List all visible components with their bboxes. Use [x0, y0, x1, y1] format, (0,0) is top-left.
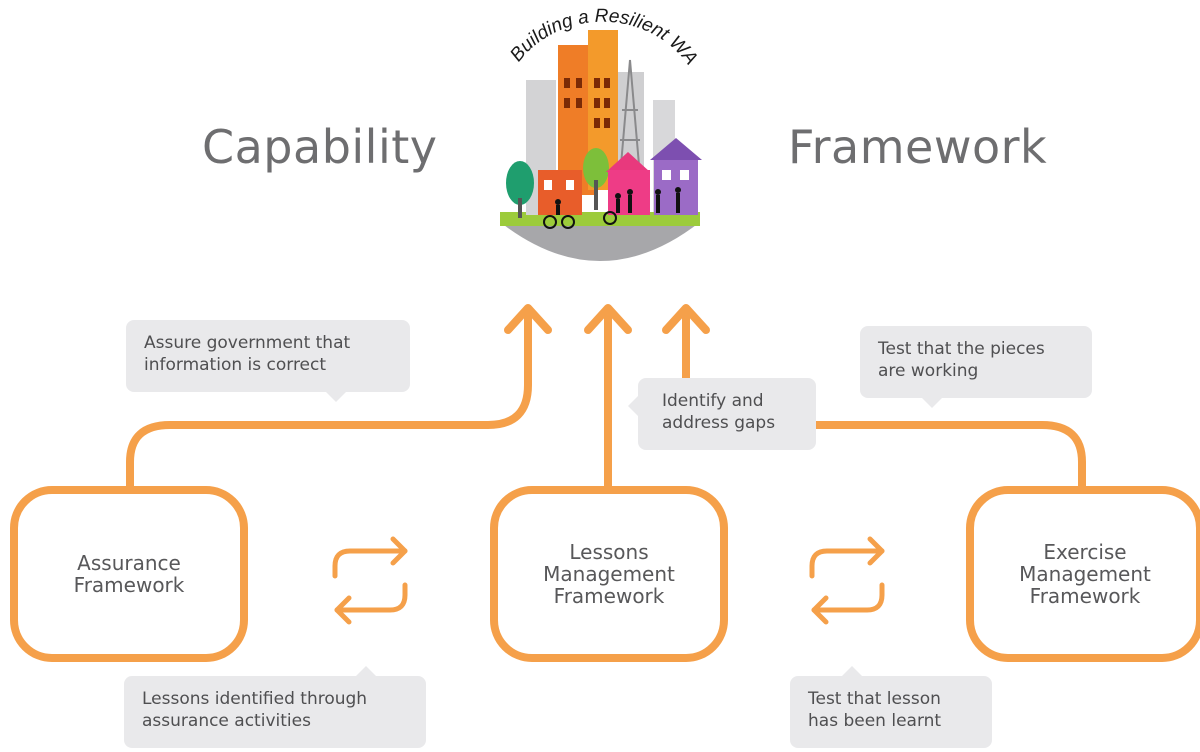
arrow-up-icon — [584, 304, 632, 334]
connector-assurance — [126, 314, 532, 494]
exercise-management-box: Exercise Management Framework — [966, 486, 1200, 662]
exchange-arrows-icon — [332, 536, 408, 625]
assurance-framework-box: Assurance Framework — [10, 486, 248, 662]
bubble-identify-gaps: Identify and address gaps — [628, 378, 816, 450]
bubble-test-lesson: Test that lesson has been learnt — [790, 666, 992, 748]
title-right: Framework — [788, 120, 1048, 174]
arrow-up-icon — [504, 304, 552, 334]
bubble-test-pieces: Test that the pieces are working — [860, 326, 1092, 408]
bubble-lessons-identified: Lessons identified through assurance act… — [124, 666, 426, 748]
logo: Building a Resilient WA — [478, 0, 722, 275]
bubble-assure: Assure government that information is co… — [126, 320, 410, 402]
title-left: Capability — [202, 120, 438, 174]
lessons-management-box: Lessons Management Framework — [490, 486, 728, 662]
arrow-up-icon — [662, 304, 710, 334]
exchange-arrows-icon — [809, 536, 885, 625]
box-label: Exercise Management Framework — [1019, 540, 1151, 608]
box-label: Lessons Management Framework — [543, 540, 675, 608]
box-label: Assurance Framework — [73, 551, 185, 597]
